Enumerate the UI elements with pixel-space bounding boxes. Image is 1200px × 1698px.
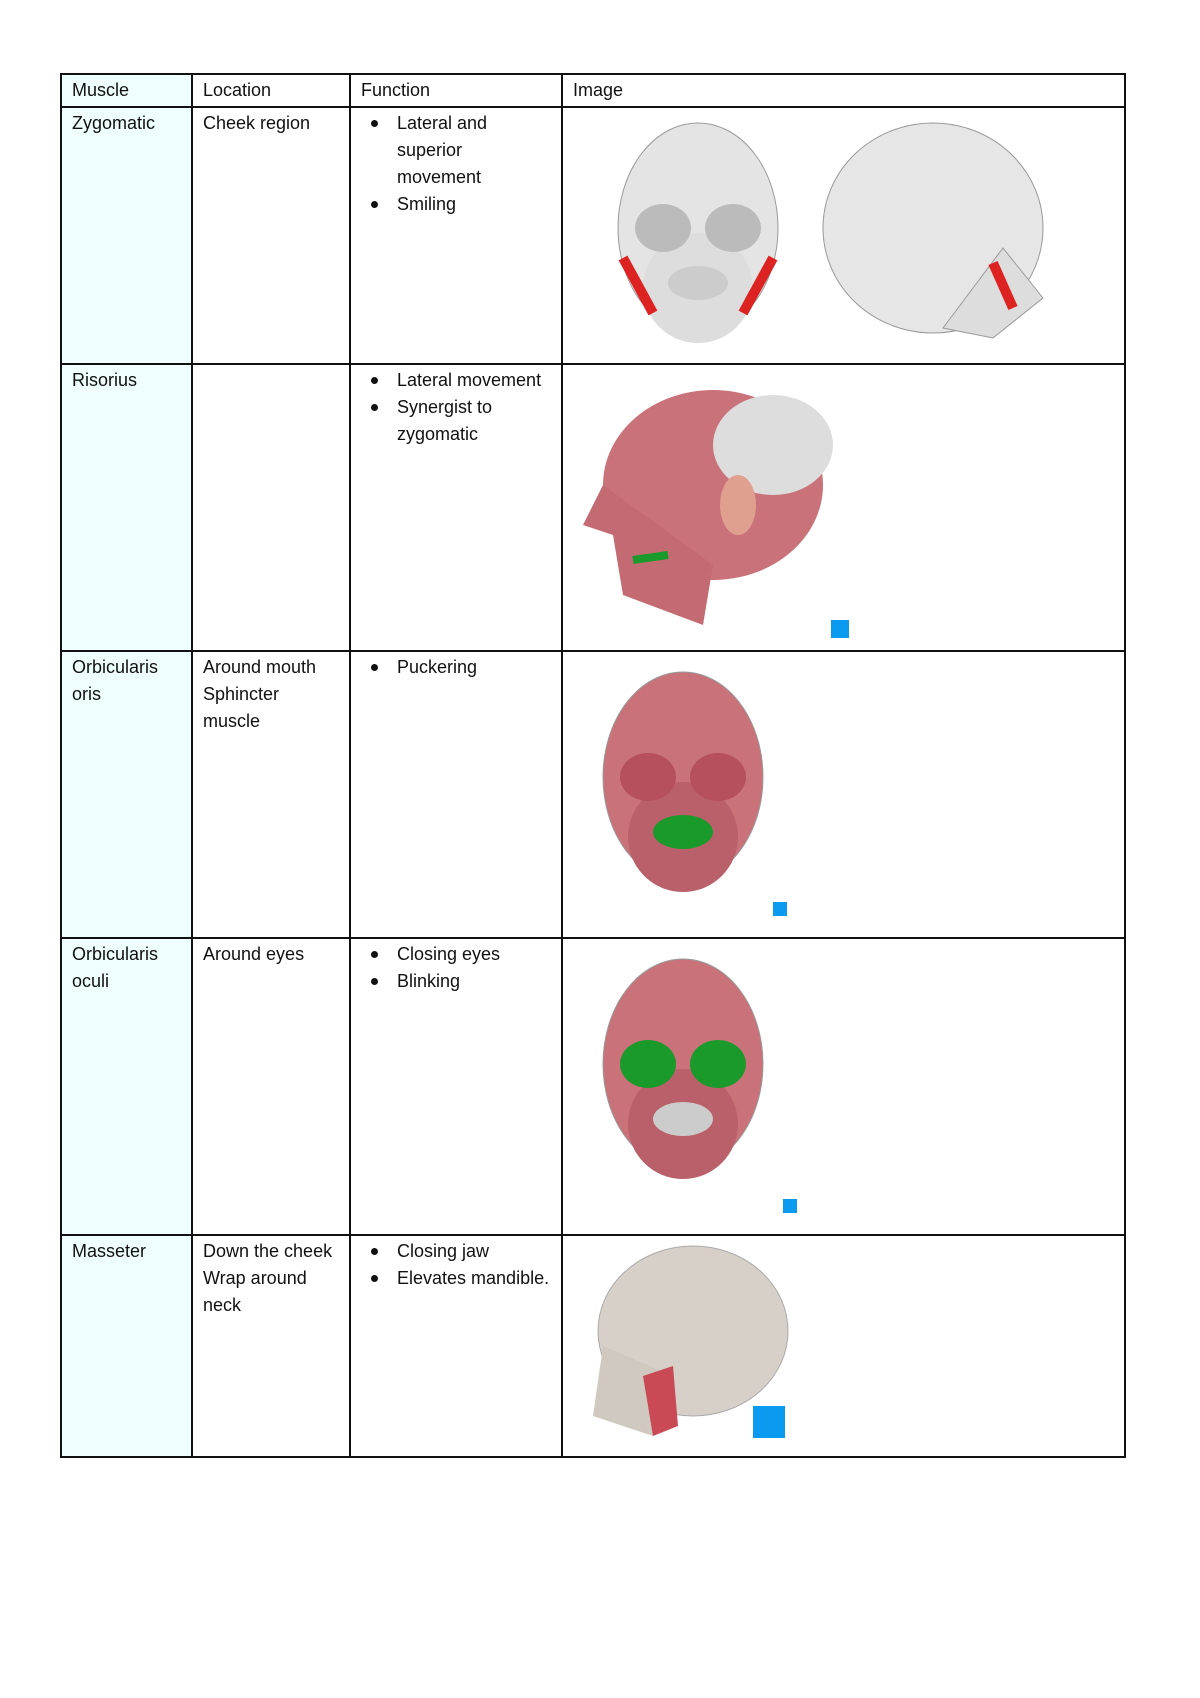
kenhub-logo <box>753 1406 785 1438</box>
location-line: Cheek region <box>203 113 311 133</box>
function-item: Smiling <box>371 191 551 218</box>
anatomy-illustration <box>602 958 797 1213</box>
kenhub-logo <box>783 1199 797 1213</box>
function-item: Synergist to zygomatic <box>371 394 551 448</box>
header-location: Location <box>191 73 351 108</box>
function-item: Blinking <box>371 968 551 995</box>
location-line: Around mouth <box>203 657 317 677</box>
muscle-name: Zygomatic <box>60 106 193 365</box>
location-line: Down the cheek <box>203 1241 333 1261</box>
anatomy-illustration <box>593 1245 789 1438</box>
header-image: Image <box>561 73 1126 108</box>
kenhub-logo <box>773 902 787 916</box>
muscle-name: Orbicularis oculi <box>60 937 193 1236</box>
muscle-name: Masseter <box>60 1234 193 1458</box>
function-item: Closing eyes <box>371 941 551 968</box>
function-item: Puckering <box>371 654 551 681</box>
function-cell: Puckering <box>349 650 563 939</box>
image-cell <box>561 1234 1126 1458</box>
muscle-name: Risorius <box>60 363 193 652</box>
table-row: Zygomatic Cheek region Lateral and super… <box>60 106 1126 365</box>
kenhub-logo <box>831 620 849 638</box>
image-cell <box>561 937 1126 1236</box>
image-cell <box>561 106 1126 365</box>
location-line: Around eyes <box>203 944 305 964</box>
anatomy-illustration <box>617 122 1044 343</box>
function-item: Lateral and superior movement <box>371 110 551 191</box>
function-item: Lateral movement <box>371 367 551 394</box>
table-row: Orbicularis oculi Around eyes Closing ey… <box>60 937 1126 1236</box>
location-line: Wrap around neck <box>203 1268 307 1315</box>
location-line: Sphincter muscle <box>203 684 280 731</box>
muscle-table: Muscle Location Function Image Zygomatic… <box>60 73 1126 1458</box>
location-cell: Cheek region <box>191 106 351 365</box>
anatomy-illustration <box>602 671 787 916</box>
function-item: Closing jaw <box>371 1238 551 1265</box>
header-function: Function <box>349 73 563 108</box>
muscle-name: Orbicularis oris <box>60 650 193 939</box>
function-item: Elevates mandible. <box>371 1265 551 1292</box>
location-cell: Around eyes <box>191 937 351 1236</box>
image-cell <box>561 363 1126 652</box>
location-cell <box>191 363 351 652</box>
function-list: Puckering <box>361 654 551 681</box>
header-row: Muscle Location Function Image <box>60 73 1126 108</box>
anatomy-illustration <box>583 390 849 638</box>
image-cell <box>561 650 1126 939</box>
header-muscle: Muscle <box>60 73 193 108</box>
